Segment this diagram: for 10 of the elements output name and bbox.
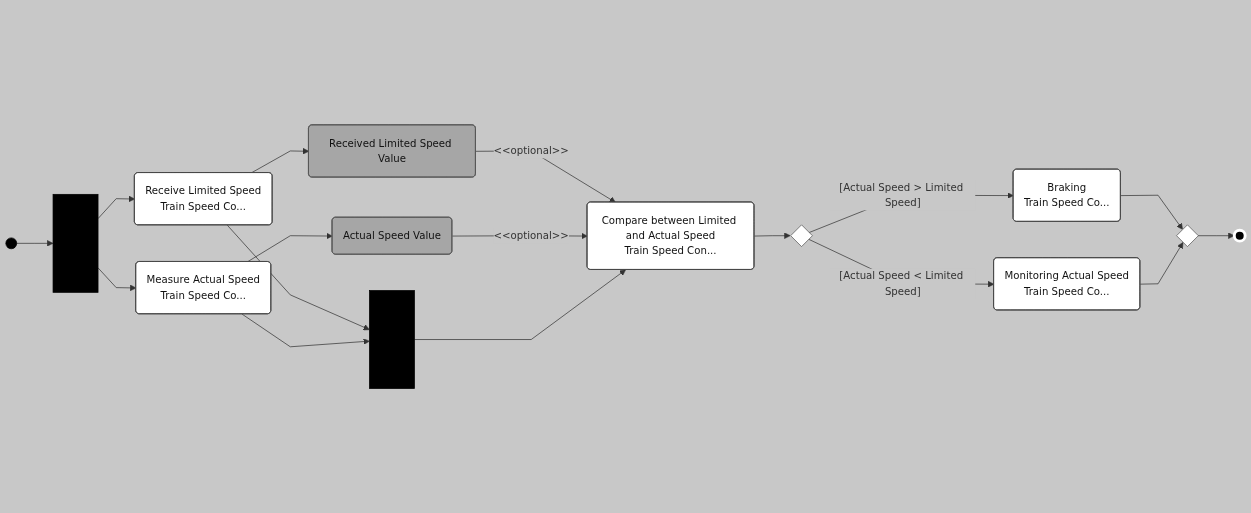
node-bar: [369, 290, 415, 389]
node-diamond: [790, 224, 813, 247]
edge-label: [Actual Speed < Limited Speed]: [839, 269, 964, 297]
edge-label: [Actual Speed > Limited Speed]: [839, 181, 964, 209]
node-bar: [52, 193, 99, 293]
node-diamond: [1176, 224, 1199, 247]
edge-label: <<optional>>: [493, 229, 569, 241]
node-circle: [1232, 228, 1247, 243]
node-circle: [5, 237, 18, 249]
edge-label: <<optional>>: [493, 144, 569, 157]
